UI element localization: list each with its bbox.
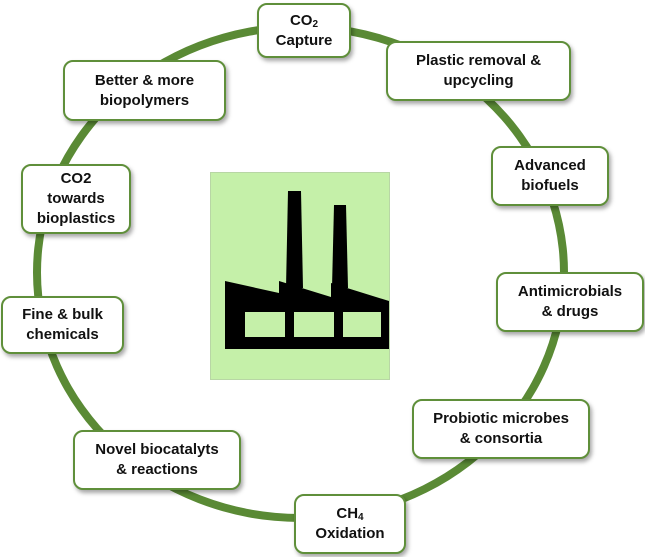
factory-panel — [210, 172, 390, 380]
node-advanced-biofuels: Advanced biofuels — [491, 146, 609, 206]
factory-icon — [225, 191, 389, 349]
node-co2-capture: CO2 Capture — [257, 3, 351, 58]
node-ch4-oxidation: CH4 Oxidation — [294, 494, 406, 554]
node-probiotic: Probiotic microbes & consortia — [412, 399, 590, 459]
node-fine-bulk: Fine & bulk chemicals — [1, 296, 124, 354]
node-co2-bioplastics: CO2 towards bioplastics — [21, 164, 131, 234]
node-antimicrobials: Antimicrobials & drugs — [496, 272, 644, 332]
node-better-biopolymers: Better & more biopolymers — [63, 60, 226, 121]
node-novel-biocatalysts: Novel biocatalyts & reactions — [73, 430, 241, 490]
node-plastic-removal: Plastic removal & upcycling — [386, 41, 571, 101]
